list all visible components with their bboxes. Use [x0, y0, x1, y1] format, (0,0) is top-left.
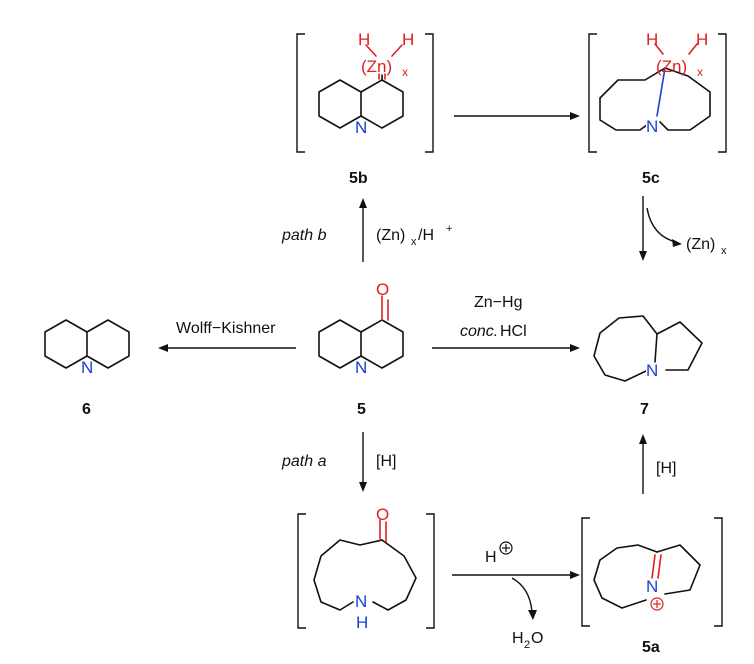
zn-hg-reagent: Zn−Hg [474, 294, 522, 311]
compound-label-6: 6 [82, 401, 91, 418]
compound-label-5c: 5c [642, 170, 660, 187]
reduction-reagent: [H] [376, 453, 396, 470]
compound-label-7: 7 [640, 401, 649, 418]
zn-h-tail: /H [418, 227, 434, 244]
compound-5-structure: O N [318, 280, 404, 377]
hcl-label: HCl [500, 323, 527, 340]
path-a-label: path a [281, 453, 327, 470]
h-atom: H [358, 30, 370, 49]
compound-5b-structure: H H (Zn) x N [296, 30, 434, 153]
h-atom: H [696, 30, 708, 49]
nitrogen-atom: N [355, 358, 367, 377]
zn-label: (Zn) [361, 57, 392, 76]
amino-ketone-intermediate: O N H [297, 505, 435, 632]
compound-7-structure: N [593, 315, 703, 382]
water-subscript: 2 [524, 639, 530, 651]
zn-released-subscript: x [721, 245, 727, 257]
nh-hydrogen: H [356, 613, 368, 632]
oxygen-atom: O [376, 280, 389, 299]
h-atom: H [646, 30, 658, 49]
compound-label-5a: 5a [642, 639, 660, 656]
zn-h-reagent: (Zn) [376, 227, 405, 244]
compound-5a-structure: N [581, 517, 723, 627]
reduction-reagent-2: [H] [656, 460, 676, 477]
zn-subscript: x [402, 65, 408, 79]
compound-label-5b: 5b [349, 170, 368, 187]
nitrogen-atom: N [646, 117, 658, 136]
nitrogen-atom: N [81, 358, 93, 377]
oxygen-atom: O [376, 505, 389, 524]
zn-released: (Zn) [686, 236, 715, 253]
zn-h-subscript: x [411, 236, 417, 248]
nitrogen-atom: N [355, 592, 367, 611]
zn-h-superscript: + [446, 223, 452, 235]
zn-label: (Zn) [656, 57, 687, 76]
iminium-nitrogen: N [646, 577, 658, 596]
water-h: H [512, 630, 524, 647]
compound-6-structure: N [44, 319, 130, 377]
nitrogen-atom: N [355, 118, 367, 137]
compound-5c-structure: H H (Zn) x N [588, 30, 727, 153]
acid-label: H [485, 549, 497, 566]
conc-label: conc. [460, 323, 498, 340]
water-o: O [531, 630, 543, 647]
zn-subscript: x [697, 65, 703, 79]
nitrogen-atom: N [646, 361, 658, 380]
h-atom: H [402, 30, 414, 49]
wolff-kishner-label: Wolff−Kishner [176, 320, 276, 337]
path-b-label: path b [281, 227, 327, 244]
compound-label-5: 5 [357, 401, 366, 418]
